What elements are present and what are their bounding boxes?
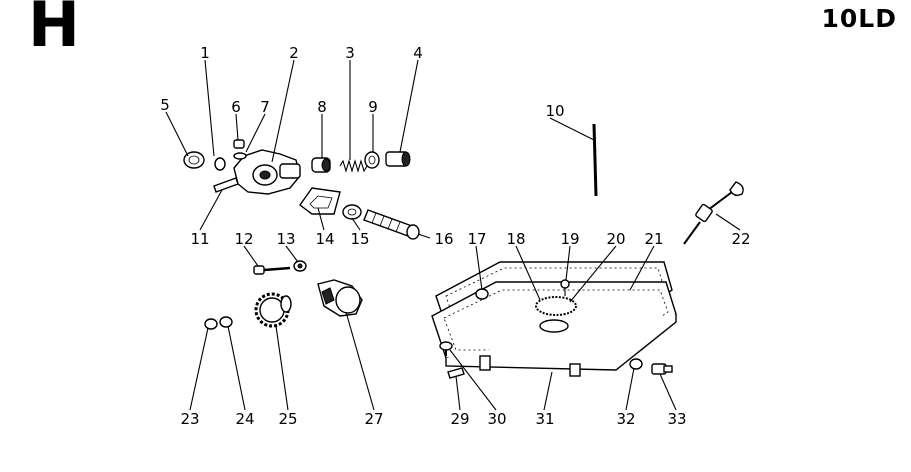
part-collar (342, 204, 362, 220)
part-dipstick-rod (592, 123, 598, 197)
callout-31: 31 (535, 410, 554, 428)
callout-15: 15 (350, 230, 369, 248)
callout-20: 20 (606, 230, 625, 248)
callout-7: 7 (260, 98, 270, 116)
callout-14: 14 (315, 230, 334, 248)
part-sump-stud (447, 367, 465, 379)
part-fitting (385, 151, 411, 167)
part-filter-sleeve (363, 209, 420, 240)
callout-9: 9 (368, 98, 378, 116)
callout-3: 3 (345, 44, 355, 62)
callout-16: 16 (434, 230, 453, 248)
part-drain-plug (651, 363, 673, 375)
callout-13: 13 (276, 230, 295, 248)
callout-6: 6 (231, 98, 241, 116)
part-pump-housing (233, 149, 301, 195)
callout-8: 8 (317, 98, 327, 116)
callout-25: 25 (278, 410, 297, 428)
callout-30: 30 (487, 410, 506, 428)
section-letter: H (28, 0, 80, 61)
part-union-nut (183, 151, 205, 169)
part-drain-washer (629, 358, 643, 370)
callout-24: 24 (235, 410, 254, 428)
part-small-bolt (233, 139, 247, 160)
callout-29: 29 (450, 410, 469, 428)
callout-32: 32 (616, 410, 635, 428)
part-sump-bolt (439, 341, 453, 356)
callout-labels: 1 2 3 4 5 6 7 8 9 10 11 12 13 14 15 16 1… (160, 44, 750, 428)
callout-18: 18 (506, 230, 525, 248)
part-nut (293, 260, 307, 272)
callout-27: 27 (364, 410, 383, 428)
callout-10: 10 (545, 102, 564, 120)
callout-21: 21 (644, 230, 663, 248)
model-code: 10LD (821, 4, 897, 33)
part-gear (254, 292, 292, 328)
part-seal-ring (364, 151, 380, 169)
leader-lines (165, 59, 741, 411)
part-spring (339, 159, 368, 173)
part-dipstick (683, 181, 744, 245)
part-screw (253, 265, 291, 275)
callout-5: 5 (160, 96, 170, 114)
part-washer (214, 157, 226, 171)
callout-19: 19 (560, 230, 579, 248)
part-plug (311, 157, 331, 173)
part-small-nuts (204, 316, 233, 330)
part-stud (213, 177, 239, 193)
callout-22: 22 (731, 230, 750, 248)
part-strainer (535, 296, 577, 333)
part-sump-plug (475, 288, 489, 300)
part-oil-pump (317, 279, 363, 317)
callout-11: 11 (190, 230, 209, 248)
callout-1: 1 (200, 44, 210, 62)
part-gasket-plate (299, 187, 341, 215)
callout-23: 23 (180, 410, 199, 428)
callout-2: 2 (289, 44, 299, 62)
callout-17: 17 (467, 230, 486, 248)
callout-12: 12 (234, 230, 253, 248)
callout-4: 4 (413, 44, 423, 62)
part-oil-sump (431, 261, 677, 377)
part-strainer-screw (560, 279, 570, 296)
callout-33: 33 (667, 410, 686, 428)
